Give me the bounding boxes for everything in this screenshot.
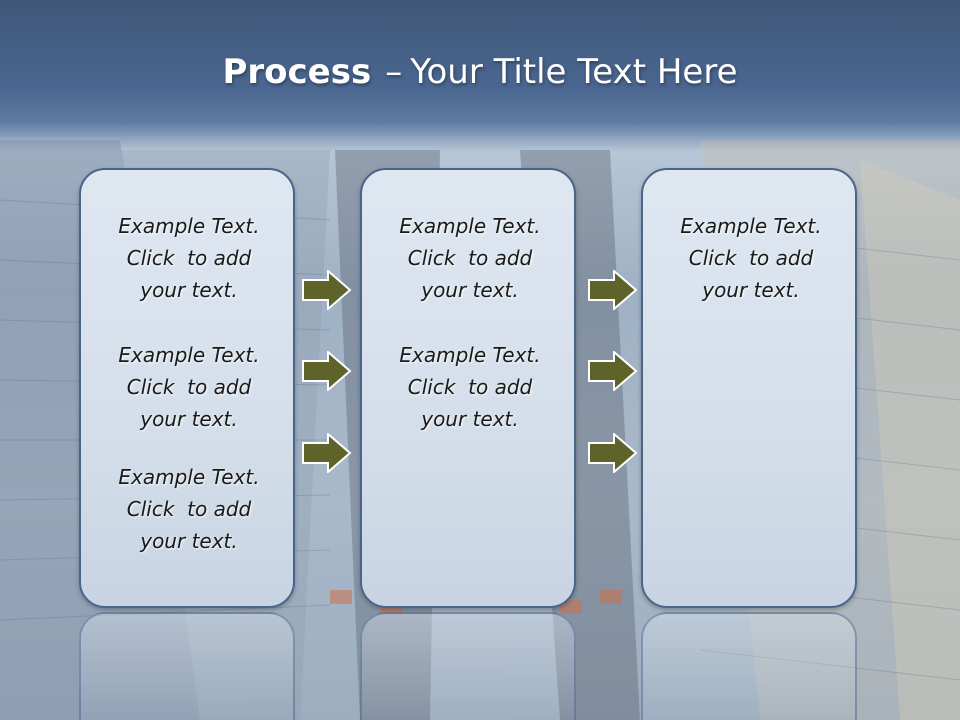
title-dash: –	[385, 52, 403, 92]
column-2-reflection	[360, 612, 576, 720]
text-placeholder[interactable]: Example Text. Click to add your text.	[362, 339, 578, 435]
process-column-1[interactable]: Example Text. Click to add your text. Ex…	[79, 168, 295, 608]
text-line: your text.	[140, 407, 238, 431]
text-line: your text.	[702, 278, 800, 302]
text-line: Example Text.	[680, 214, 822, 238]
text-placeholder[interactable]: Example Text. Click to add your text.	[81, 210, 297, 306]
text-placeholder[interactable]: Example Text. Click to add your text.	[362, 210, 578, 306]
text-line: Click to add	[126, 246, 252, 270]
text-placeholder[interactable]: Example Text. Click to add your text.	[643, 210, 859, 306]
text-line: Click to add	[126, 375, 252, 399]
text-line: Example Text.	[118, 343, 260, 367]
text-line: Example Text.	[399, 214, 541, 238]
text-line: Click to add	[407, 246, 533, 270]
column-1-reflection	[79, 612, 295, 720]
text-line: your text.	[421, 407, 519, 431]
right-arrow-icon[interactable]	[588, 433, 638, 473]
text-line: Example Text.	[118, 214, 260, 238]
text-line: your text.	[140, 278, 238, 302]
process-column-2[interactable]: Example Text. Click to add your text. Ex…	[360, 168, 576, 608]
text-line: your text.	[140, 529, 238, 553]
text-placeholder[interactable]: Example Text. Click to add your text.	[81, 339, 297, 435]
column-3-reflection	[641, 612, 857, 720]
right-arrow-icon[interactable]	[588, 270, 638, 310]
right-arrow-icon[interactable]	[302, 351, 352, 391]
text-line: Click to add	[126, 497, 252, 521]
text-line: Click to add	[407, 375, 533, 399]
title-rest: Your Title Text Here	[410, 52, 738, 92]
process-column-3[interactable]: Example Text. Click to add your text.	[641, 168, 857, 608]
title-bold: Process	[222, 52, 372, 92]
text-line: Example Text.	[118, 465, 260, 489]
slide-title[interactable]: Process–Your Title Text Here	[0, 52, 960, 92]
text-line: Example Text.	[399, 343, 541, 367]
right-arrow-icon[interactable]	[302, 270, 352, 310]
text-line: Click to add	[688, 246, 814, 270]
text-placeholder[interactable]: Example Text. Click to add your text.	[81, 461, 297, 557]
right-arrow-icon[interactable]	[302, 433, 352, 473]
right-arrow-icon[interactable]	[588, 351, 638, 391]
text-line: your text.	[421, 278, 519, 302]
